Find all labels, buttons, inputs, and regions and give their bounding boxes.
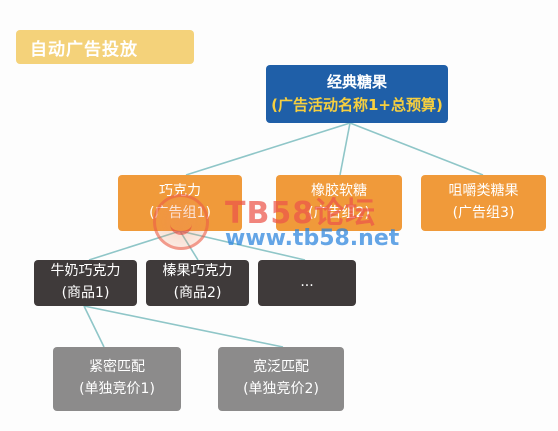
product-node-subtitle: (商品2) bbox=[173, 285, 222, 301]
match-node-1: 紧密匹配 (单独竞价1) bbox=[53, 347, 181, 411]
connector-root-campaign1 bbox=[185, 122, 351, 176]
campaign-node-3: 咀嚼类糖果 (广告组3) bbox=[421, 175, 546, 231]
root-node-title: 经典糖果 bbox=[326, 72, 387, 91]
product-node-subtitle: (商品1) bbox=[61, 285, 110, 301]
connector-campaign1-product1 bbox=[88, 230, 181, 261]
match-node-subtitle: (单独竞价1) bbox=[79, 381, 155, 397]
match-node-subtitle: (单独竞价2) bbox=[243, 381, 319, 397]
product-node-more: ... bbox=[258, 260, 356, 306]
campaign-node-title: 橡胶软糖 bbox=[311, 183, 367, 200]
campaign-node-2: 橡胶软糖 (广告组2) bbox=[276, 175, 402, 231]
campaign-node-subtitle: (广告组2) bbox=[308, 205, 370, 221]
connector-root-campaign3 bbox=[349, 122, 484, 176]
product-node-2: 榛果巧克力 (商品2) bbox=[146, 260, 249, 306]
connector-campaign1-product2 bbox=[179, 230, 199, 261]
connector-product1-match1 bbox=[83, 305, 105, 348]
connector-product1-match2 bbox=[83, 305, 284, 348]
match-node-title: 紧密匹配 bbox=[89, 359, 145, 376]
match-node-title: 宽泛匹配 bbox=[253, 359, 309, 376]
campaign-node-1: 巧克力 (广告组1) bbox=[118, 175, 242, 231]
campaign-node-title: 巧克力 bbox=[159, 183, 201, 200]
campaign-node-subtitle: (广告组3) bbox=[452, 205, 515, 221]
match-node-2: 宽泛匹配 (单独竞价2) bbox=[218, 347, 344, 411]
product-node-title: ... bbox=[300, 274, 314, 291]
page-title: 自动广告投放 bbox=[16, 30, 194, 64]
root-node-campaign: 经典糖果 (广告活动名称1+总预算) bbox=[266, 65, 448, 123]
connector-root-campaign2 bbox=[339, 122, 351, 176]
product-node-title: 榛果巧克力 bbox=[162, 263, 233, 280]
product-node-title: 牛奶巧克力 bbox=[50, 263, 121, 280]
connector-campaign1-product3 bbox=[179, 230, 306, 261]
campaign-node-subtitle: (广告组1) bbox=[149, 205, 211, 221]
campaign-node-title: 咀嚼类糖果 bbox=[448, 183, 519, 200]
root-node-subtitle: (广告活动名称1+总预算) bbox=[271, 96, 443, 114]
product-node-1: 牛奶巧克力 (商品1) bbox=[34, 260, 137, 306]
